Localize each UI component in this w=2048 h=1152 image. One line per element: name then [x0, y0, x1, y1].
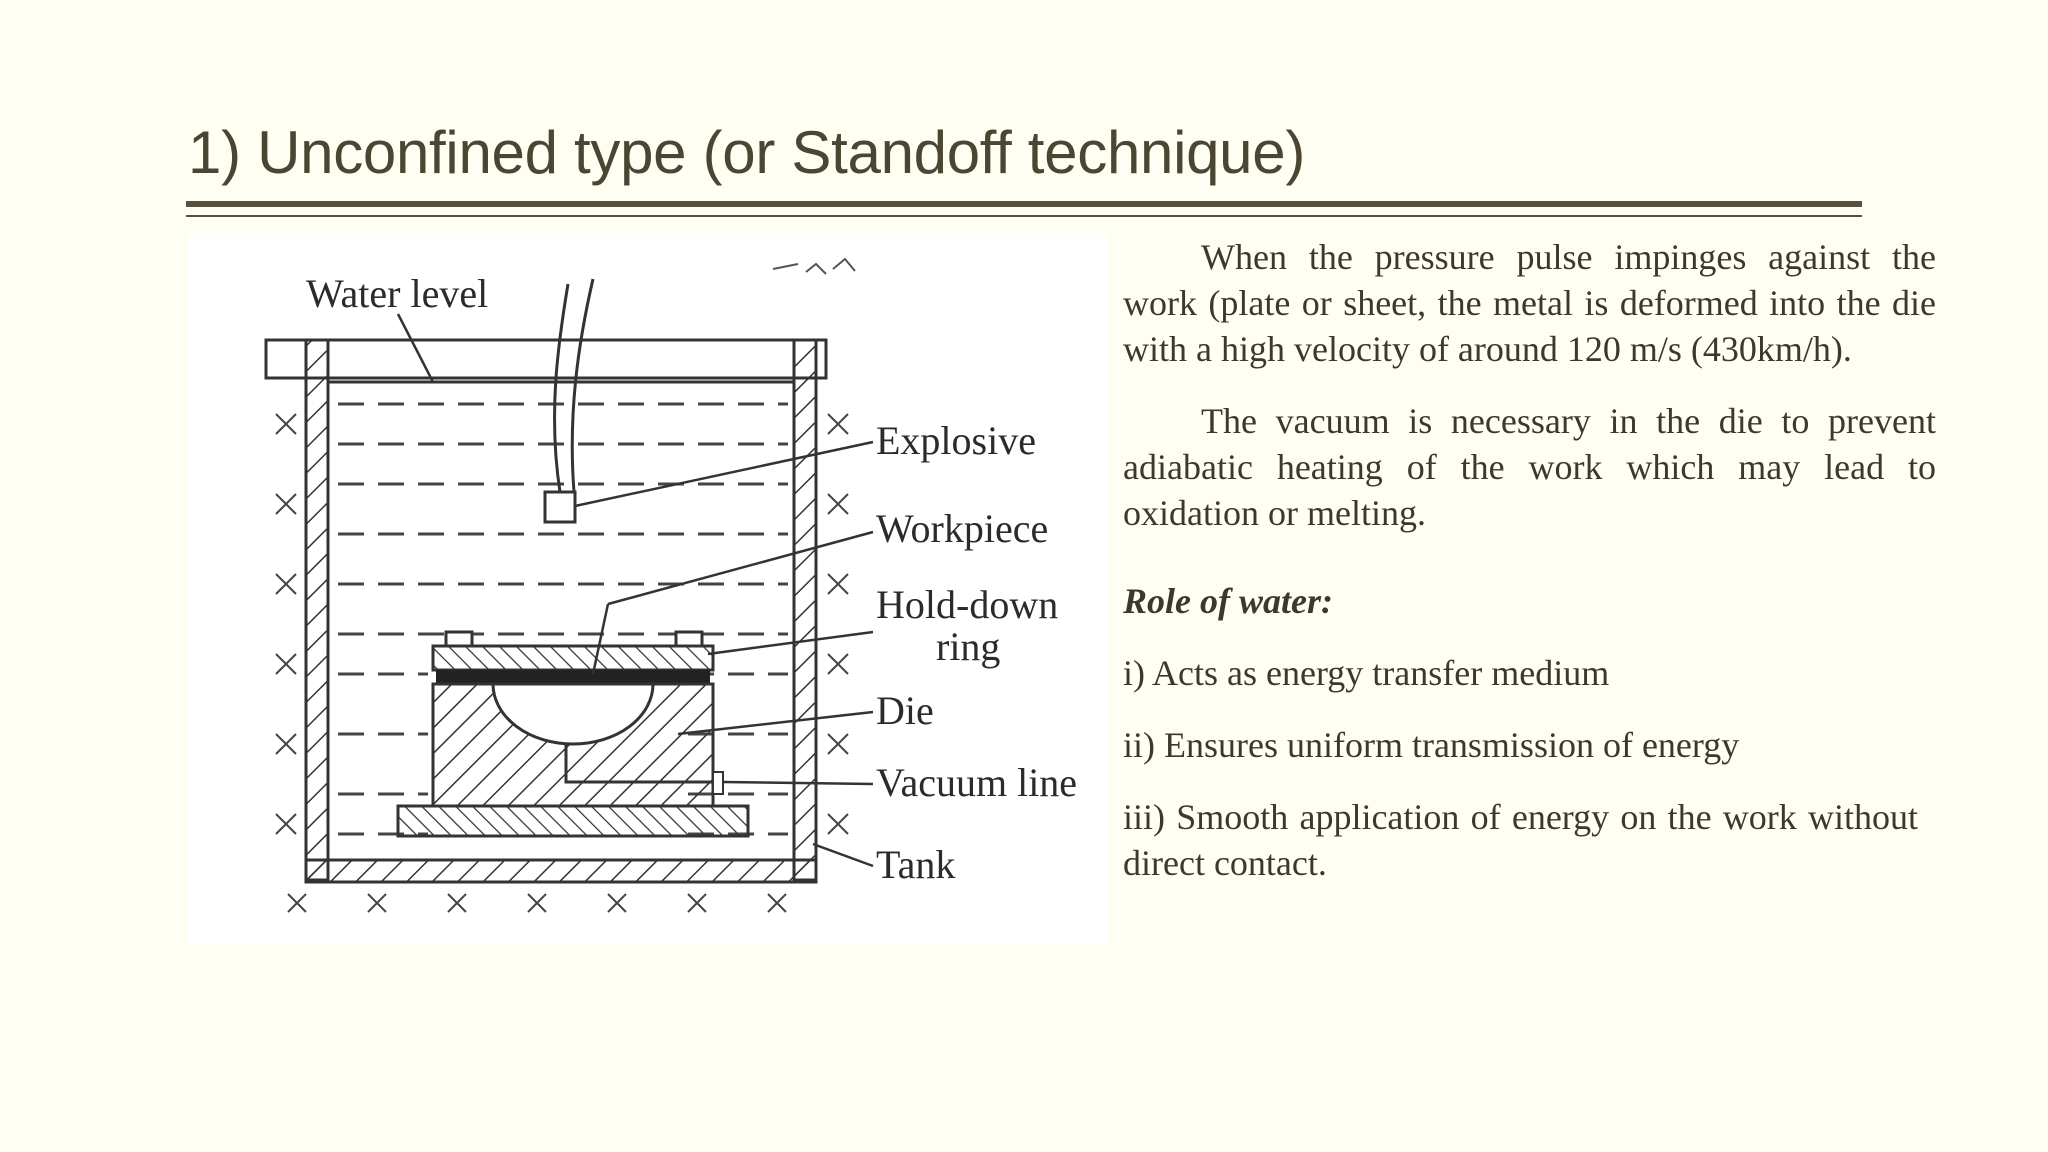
label-hold-down: Hold-down	[876, 582, 1058, 627]
label-explosive: Explosive	[876, 418, 1036, 463]
title-rule-thin	[186, 215, 1862, 217]
paragraph-pressure-pulse: When the pressure pulse impinges against…	[1123, 237, 1936, 369]
explosive-forming-diagram: Water level Explosive Workpiece Hold-dow…	[188, 234, 1108, 944]
explosive-charge	[543, 490, 577, 524]
label-ring: ring	[936, 624, 1000, 669]
paragraph-vacuum: The vacuum is necessary in the die to pr…	[1123, 401, 1936, 533]
label-tank: Tank	[876, 842, 955, 887]
slide-title: 1) Unconfined type (or Standoff techniqu…	[188, 119, 1306, 186]
workpiece	[436, 670, 710, 684]
role-of-water-heading: Role of water:	[1123, 581, 1333, 621]
list-item: i) Acts as energy transfer medium	[1123, 653, 1610, 693]
tank-bottom	[304, 858, 818, 884]
label-workpiece: Workpiece	[876, 506, 1048, 551]
title-rule-thick	[186, 201, 1862, 207]
label-die: Die	[876, 688, 934, 733]
list-item: ii) Ensures uniform transmission of ener…	[1123, 725, 1740, 765]
label-vacuum-line: Vacuum line	[876, 760, 1077, 805]
list-item: iii) Smooth application of energy on the…	[1123, 797, 1918, 883]
label-water-level: Water level	[306, 271, 488, 316]
tank-right-wall	[792, 338, 818, 882]
tank-left-wall	[304, 338, 330, 882]
explanation-text: When the pressure pulse impinges against…	[1123, 234, 1936, 912]
